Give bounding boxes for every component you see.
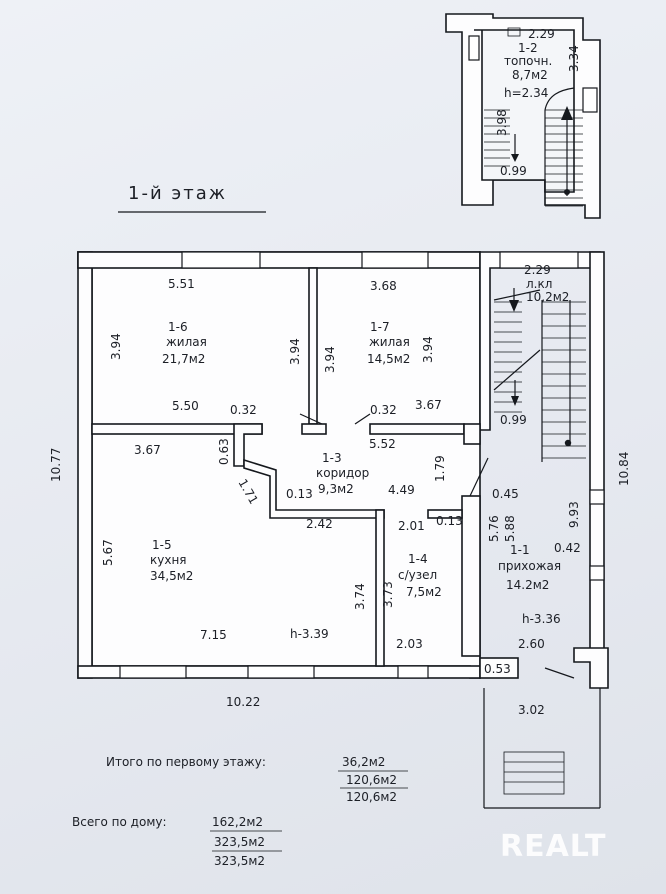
dimension-label-d449: 4.49 — [388, 483, 415, 497]
realt-watermark: REALT — [500, 829, 606, 864]
room-1-2-id: 1-2 — [518, 41, 538, 55]
dimension-label-d394b: 3.94 — [288, 338, 302, 365]
dimension-label-d368: 3.68 — [370, 279, 397, 293]
floor-total-label: Итого по первому этажу: — [106, 755, 266, 769]
room-1-5-id: 1-5 — [152, 538, 172, 552]
room-1-2-area: 8,7м2 — [512, 68, 548, 82]
house-total-label: Всего по дому: — [72, 815, 167, 829]
dimension-label-d242: 2.42 — [306, 517, 333, 531]
dimension-label-d373: 3.73 — [381, 581, 395, 608]
dimension-label-d398: 3.98 — [495, 109, 509, 136]
dimension-label-d063: 0.63 — [217, 438, 231, 465]
dimension-label-d993: 9.93 — [567, 501, 581, 528]
floor-total-value-2: 120,6м2 — [346, 773, 397, 787]
room-1-3-name: коридор — [316, 466, 369, 480]
floor-total-value-1: 36,2м2 — [342, 755, 385, 769]
dimension-label-d1084: 10.84 — [617, 452, 631, 486]
dimension-label-d229a: 2.29 — [528, 27, 555, 41]
stair-right — [493, 288, 586, 462]
dimension-label-d302: 3.02 — [518, 703, 545, 717]
dimension-label-d260: 2.60 — [518, 637, 545, 651]
dimension-label-d042: 0.42 — [554, 541, 581, 555]
dimension-label-d032b: 0.32 — [370, 403, 397, 417]
dimension-label-d374: 3.74 — [353, 583, 367, 610]
dimension-label-d229b: 2.29 — [524, 263, 551, 277]
dimension-label-d032a: 0.32 — [230, 403, 257, 417]
floor-total-value-3: 120,6м2 — [346, 790, 397, 804]
room-1-1-area: 14.2м2 — [506, 578, 549, 592]
porch — [483, 688, 601, 809]
dimension-label-d1022: 10.22 — [226, 695, 260, 709]
height-hall: h-3.36 — [522, 612, 561, 626]
stair-name: л.кл — [526, 277, 552, 291]
dimension-label-d179: 1.79 — [433, 455, 447, 482]
dimension-label-d394a: 3.94 — [109, 333, 123, 360]
house-total-value-2: 323,5м2 — [214, 835, 265, 849]
dimension-label-d334: 3.34 — [567, 45, 581, 72]
dimension-label-d099b: 0.99 — [500, 413, 527, 427]
dimension-label-d551: 5.51 — [168, 277, 195, 291]
room-1-3-id: 1-3 — [322, 451, 342, 465]
dimension-label-d576: 5.76 — [487, 515, 501, 542]
dimension-label-d550: 5.50 — [172, 399, 199, 413]
dimension-label-d715: 7.15 — [200, 628, 227, 642]
dimension-label-d045: 0.45 — [492, 487, 519, 501]
interior-walls — [91, 267, 575, 679]
room-1-7-id: 1-7 — [370, 320, 390, 334]
room-1-5-area: 34,5м2 — [150, 569, 193, 583]
dimension-label-d394c: 3.94 — [323, 346, 337, 373]
height-kitchen: h-3.39 — [290, 627, 329, 641]
dimension-label-d013b: 0.13 — [436, 514, 463, 528]
dimension-label-d1077: 10.77 — [49, 448, 63, 482]
room-1-1-name: прихожая — [498, 559, 561, 573]
dimension-label-d588: 5.88 — [503, 515, 517, 542]
area-totals: Итого по первому этажу: 36,2м2 120,6м2 1… — [72, 755, 408, 868]
stair-area: 10,2м2 — [526, 290, 569, 304]
dimension-label-d367a: 3.67 — [415, 398, 442, 412]
room-1-7-area: 14,5м2 — [367, 352, 410, 366]
room-1-6-area: 21,7м2 — [162, 352, 205, 366]
room-1-4-name: с/узел — [398, 568, 437, 582]
dimension-label-d203: 2.03 — [396, 637, 423, 651]
room-1-3-area: 9,3м2 — [318, 482, 354, 496]
height-boiler: h=2.34 — [504, 86, 548, 100]
annex-top — [445, 13, 601, 219]
room-1-4-id: 1-4 — [408, 552, 428, 566]
room-1-6-id: 1-6 — [168, 320, 188, 334]
room-1-2-name: топочн. — [504, 54, 552, 68]
dimension-label-d201: 2.01 — [398, 519, 425, 533]
house-total-value-3: 323,5м2 — [214, 854, 265, 868]
dimension-label-d367b: 3.67 — [134, 443, 161, 457]
house-total-value-1: 162,2м2 — [212, 815, 263, 829]
room-1-4-area: 7,5м2 — [406, 585, 442, 599]
room-1-6-name: жилая — [166, 335, 207, 349]
floor-title: 1-й этаж — [128, 183, 227, 204]
dimension-labels: 5.51 3.68 3.94 3.94 3.94 3.94 5.50 0.32 … — [49, 27, 631, 717]
dimension-label-d099a: 0.99 — [500, 164, 527, 178]
room-1-7-name: жилая — [369, 335, 410, 349]
dimension-label-d053: 0.53 — [484, 662, 511, 676]
room-1-1-id: 1-1 — [510, 543, 530, 557]
dimension-label-d552: 5.52 — [369, 437, 396, 451]
room-1-5-name: кухня — [150, 553, 187, 567]
dimension-label-d013a: 0.13 — [286, 487, 313, 501]
dimension-label-d567: 5.67 — [101, 539, 115, 566]
dimension-label-d394d: 3.94 — [421, 336, 435, 363]
